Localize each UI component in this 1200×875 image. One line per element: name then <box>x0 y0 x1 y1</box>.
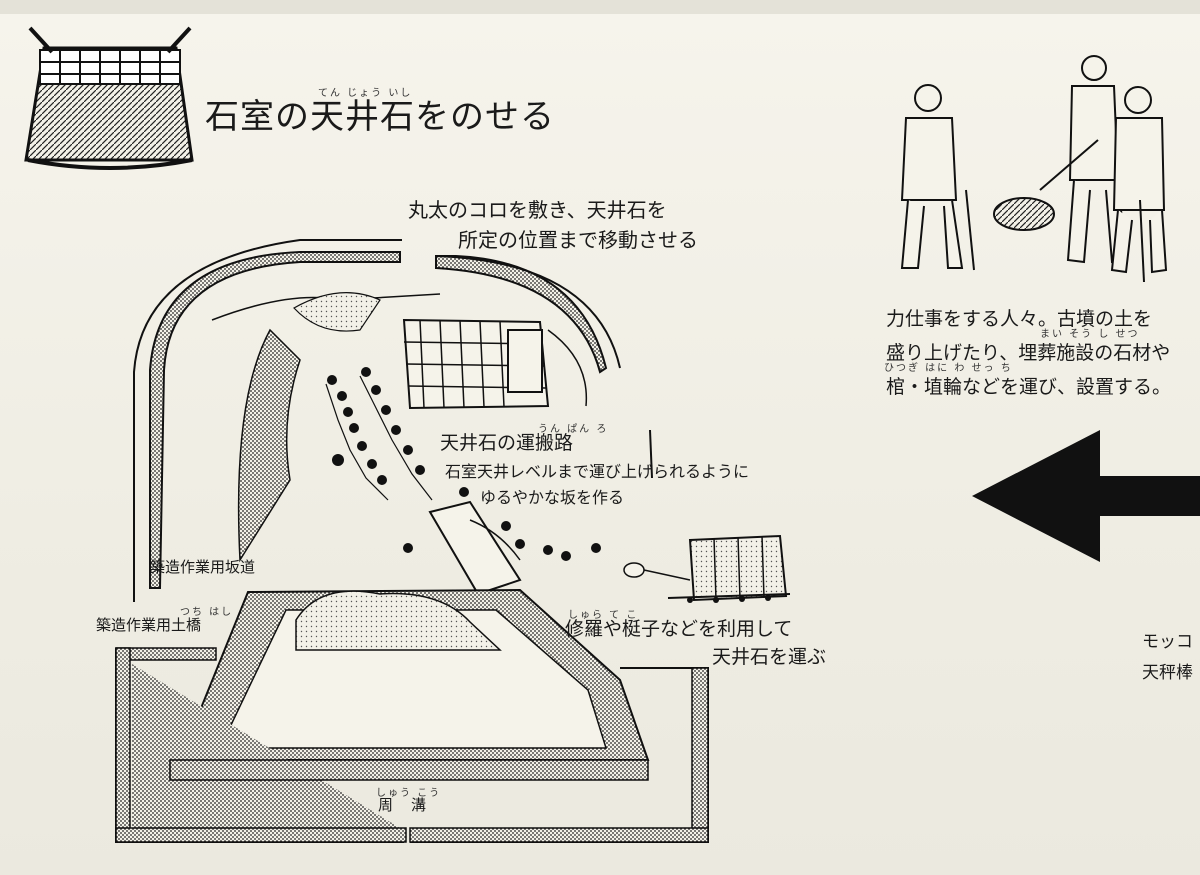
cutoff-line-1: モッコ <box>1142 632 1193 652</box>
ceiling-stone <box>623 534 791 603</box>
people-note-line-3: 棺・埴輪などを運び、設置する。 <box>886 376 1172 398</box>
left-arrow-icon <box>972 430 1200 562</box>
transport-note-line-2: 天井石を運ぶ <box>712 646 827 668</box>
people-note: 力仕事をする人々。古墳の土を 盛り上げたり、埋葬施設の石材や 棺・埴輪などを運び… <box>886 302 1171 404</box>
people-ruby-3: ひつぎ はに わ せっ ち <box>884 363 1013 374</box>
page-title: 石室の天井石をのせる <box>205 97 555 137</box>
bank-ruby: つち はし <box>180 607 234 618</box>
panel-frame-top <box>0 0 1200 14</box>
people-ruby-2: まい そう し せつ <box>1040 329 1140 340</box>
people-note-line-1: 力仕事をする人々。古墳の土を <box>886 308 1153 330</box>
stone-chamber <box>402 318 588 410</box>
title-ruby: てん じょう いし <box>318 88 413 99</box>
mound-slope <box>237 328 301 563</box>
construction-slope-label: 築造作業用坂道 <box>150 558 256 576</box>
route-ruby: うん ぱん ろ <box>538 424 609 435</box>
mound-wall <box>133 239 621 602</box>
mound-boulder <box>293 292 381 332</box>
construction-bank-label: 築造作業用土橋 <box>96 616 202 634</box>
worker-line <box>325 367 433 501</box>
moat-outline <box>115 647 709 843</box>
thatched-roof-icon <box>24 26 194 170</box>
route-label: 天井石の運搬路 <box>440 432 574 454</box>
workers-illustration <box>900 55 1168 283</box>
mound-base <box>178 588 650 761</box>
people-note-line-2: 盛り上げたり、埋葬施設の石材や <box>886 342 1171 364</box>
caption-line-2: 所定の位置まで移動させる <box>458 228 698 252</box>
moat-ruby: しゅう こう <box>376 788 442 799</box>
cutoff-line-2: 天秤棒 <box>1142 663 1193 683</box>
moat-label: 周溝 <box>378 796 445 814</box>
caption-line-1: 丸太のコロを敷き、天井石を <box>408 198 667 222</box>
route-note-line-1: 石室天井レベルまで運び上げられるように <box>445 462 750 481</box>
shura-sledge <box>403 429 653 596</box>
transport-note-line-1: 修羅や梃子などを利用して <box>565 618 793 640</box>
route-note-line-2: ゆるやかな坂を作る <box>480 488 625 507</box>
transport-ruby: しゅら て こ <box>568 610 639 621</box>
